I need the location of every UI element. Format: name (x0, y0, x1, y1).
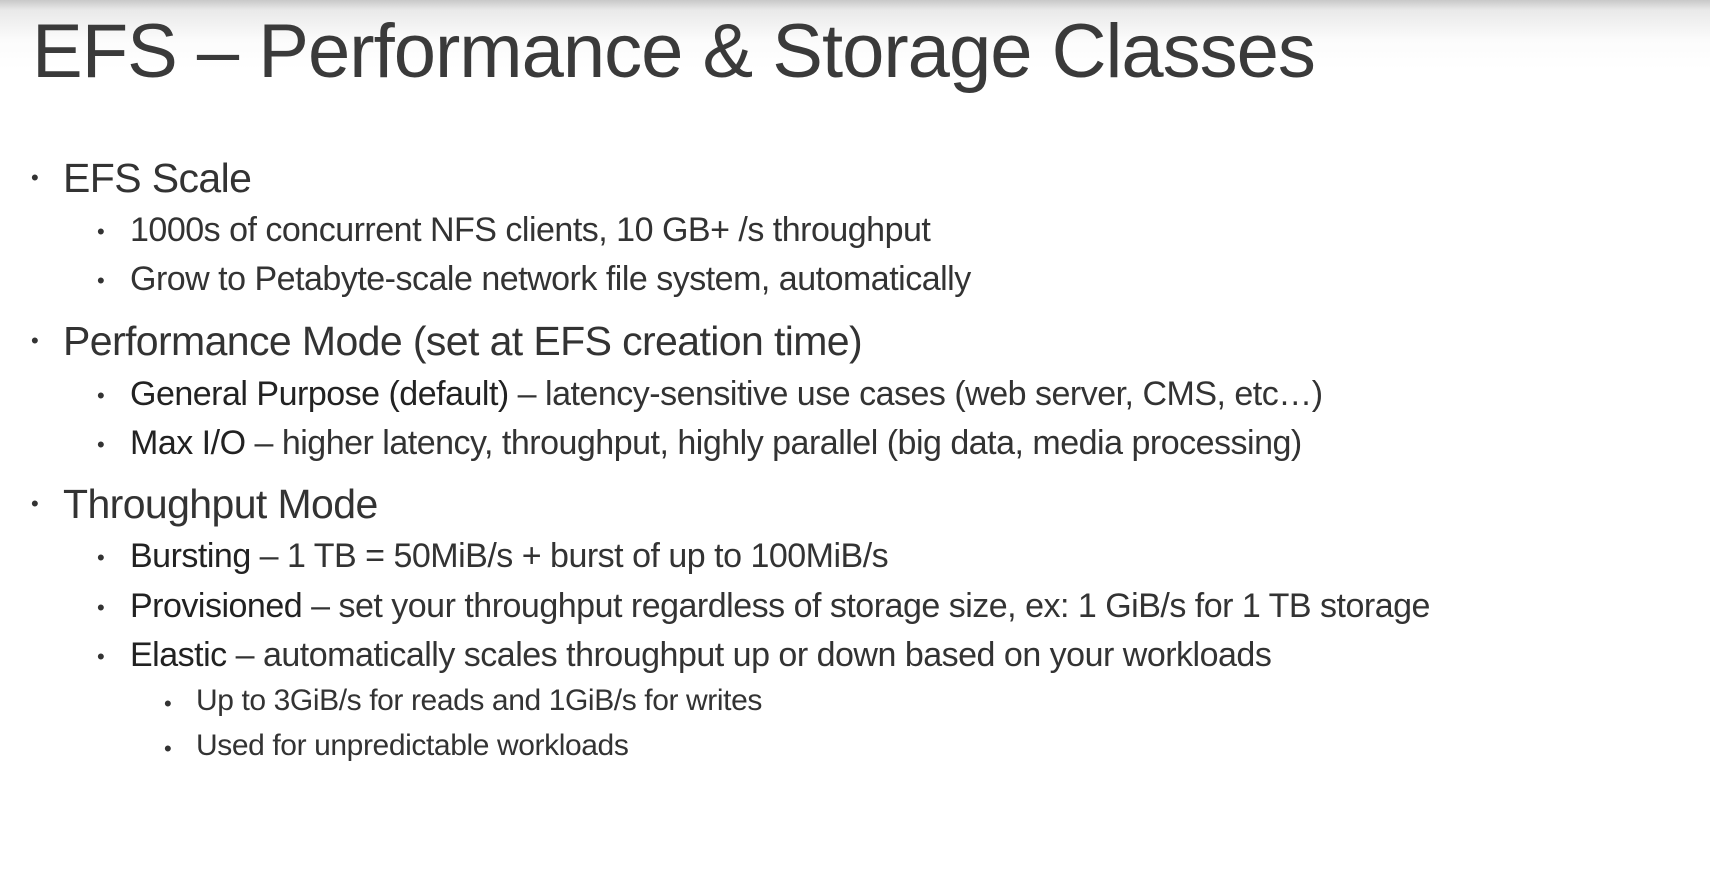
list-item: Bursting – 1 TB = 50MiB/s + burst of up … (130, 537, 889, 576)
list-item: 1000s of concurrent NFS clients, 10 GB+ … (130, 211, 931, 249)
list-item: General Purpose (default) – latency-sens… (130, 375, 1323, 414)
list-item: Elastic – automatically scales throughpu… (130, 636, 1272, 675)
item-description: – higher latency, throughput, highly par… (245, 424, 1302, 462)
sub-list-item: Up to 3GiB/s for reads and 1GiB/s for wr… (196, 684, 762, 717)
item-description: – latency-sensitive use cases (web serve… (508, 375, 1323, 413)
section-heading-efs-scale: EFS Scale (63, 155, 252, 201)
bullet-icon: • (97, 545, 105, 570)
slide-title: EFS – Performance & Storage Classes (32, 9, 1316, 94)
bullet-icon: • (97, 383, 105, 408)
section-heading-throughput-mode: Throughput Mode (63, 481, 378, 527)
section-heading-performance-mode: Performance Mode (set at EFS creation ti… (63, 318, 863, 364)
list-item: Grow to Petabyte-scale network file syst… (130, 260, 971, 298)
bullet-icon: • (97, 219, 105, 244)
item-description: – set your throughput regardless of stor… (302, 587, 1430, 625)
item-description: – automatically scales throughput up or … (226, 636, 1272, 674)
list-item: Max I/O – higher latency, throughput, hi… (130, 424, 1302, 463)
item-term: Max I/O (130, 424, 246, 462)
bullet-icon: • (97, 595, 105, 620)
item-description: – 1 TB = 50MiB/s + burst of up to 100MiB… (250, 537, 889, 575)
list-item: Provisioned – set your throughput regard… (130, 587, 1430, 626)
item-term: Provisioned (130, 587, 303, 625)
bullet-icon: • (164, 691, 172, 716)
bullet-icon: • (31, 165, 39, 190)
sub-list-item: Used for unpredictable workloads (196, 729, 629, 762)
item-term: General Purpose (default) (130, 375, 509, 413)
item-term: Elastic (130, 636, 227, 674)
item-term: Bursting (130, 537, 251, 575)
bullet-icon: • (97, 268, 105, 293)
bullet-icon: • (31, 328, 39, 353)
bullet-icon: • (97, 644, 105, 669)
bullet-icon: • (31, 491, 39, 516)
bullet-icon: • (97, 432, 105, 457)
bullet-icon: • (164, 736, 172, 761)
